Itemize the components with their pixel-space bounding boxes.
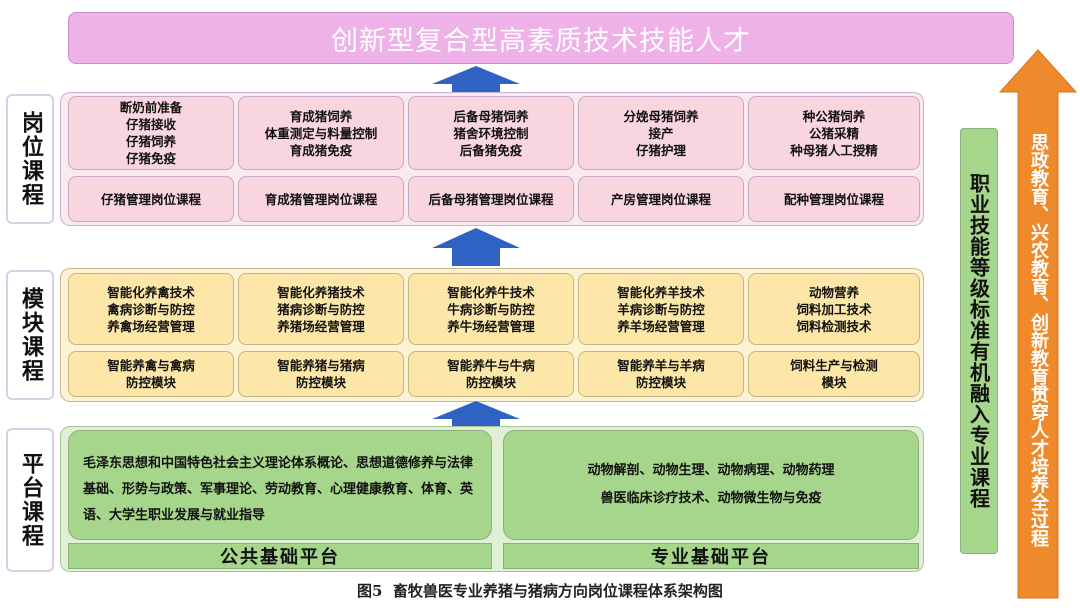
post-course-name-3: 后备母猪管理岗位课程 [408, 176, 574, 222]
module-course-name-text: 智能养羊与羊病 防控模块 [617, 358, 705, 390]
side-label-module-text: 模块课程 [18, 287, 43, 383]
arrow-head [432, 401, 520, 419]
module-course-detail-5: 动物营养 饲料加工技术 饲料检测技术 [748, 273, 920, 345]
module-course-detail-2: 智能化养猪技术 猪病诊断与防控 养猪场经营管理 [238, 273, 404, 345]
arrow-head [432, 66, 520, 84]
top-title: 创新型复合型高素质技术技能人才 [331, 25, 751, 57]
module-course-name-2: 智能养猪与猪病 防控模块 [238, 351, 404, 397]
skill-standard-text: 职业技能等级标准有机融入专业课程 [966, 173, 991, 509]
module-course-detail-1: 智能化养禽技术 禽病诊断与防控 养禽场经营管理 [68, 273, 234, 345]
post-course-detail-text: 育成猪饲养 体重测定与料量控制 育成猪免疫 [264, 108, 378, 158]
post-course-name-4: 产房管理岗位课程 [578, 176, 744, 222]
post-course-name-text: 产房管理岗位课程 [610, 191, 711, 207]
post-course-detail-1: 断奶前准备 仔猪接收 仔猪饲养 仔猪免疫 [68, 96, 234, 170]
post-course-detail-3: 后备母猪饲养 猪舍环境控制 后备猪免疫 [408, 96, 574, 170]
arrow-module-to-post [432, 228, 520, 268]
side-label-post: 岗位课程 [6, 94, 54, 224]
post-course-name-1: 仔猪管理岗位课程 [68, 176, 234, 222]
figure-caption: 图5 畜牧兽医专业养猪与猪病方向岗位课程体系架构图 [0, 580, 1080, 601]
module-course-name-3: 智能养牛与牛病 防控模块 [408, 351, 574, 397]
side-label-platform-text: 平台课程 [18, 452, 43, 548]
post-course-detail-text: 断奶前准备 仔猪接收 仔猪饲养 仔猪免疫 [119, 100, 183, 166]
post-course-detail-text: 种公猪饲养 公猪采精 种母猪人工授精 [790, 108, 878, 158]
professional-foundation-label: 专业基础平台 [503, 543, 919, 569]
module-course-name-text: 饲料生产与检测 模块 [790, 358, 878, 390]
module-course-name-text: 智能养牛与牛病 防控模块 [447, 358, 535, 390]
module-course-name-1: 智能养禽与禽病 防控模块 [68, 351, 234, 397]
module-course-detail-3: 智能化养牛技术 牛病诊断与防控 养牛场经营管理 [408, 273, 574, 345]
ideology-arrow-label: 思政教育、兴农教育、创新教育贯穿人才培养全过程 [1018, 82, 1058, 598]
public-foundation-text: 毛泽东思想和中国特色社会主义理论体系概论、思想道德修养与法律基础、形势与政策、军… [83, 456, 474, 523]
public-foundation-content: 毛泽东思想和中国特色社会主义理论体系概论、思想道德修养与法律基础、形势与政策、军… [68, 430, 492, 540]
post-course-detail-5: 种公猪饲养 公猪采精 种母猪人工授精 [748, 96, 920, 170]
module-course-detail-text: 智能化养猪技术 猪病诊断与防控 养猪场经营管理 [277, 284, 365, 334]
ideology-arrow: 思政教育、兴农教育、创新教育贯穿人才培养全过程 [998, 48, 1078, 600]
module-course-detail-4: 智能化养羊技术 羊病诊断与防控 养羊场经营管理 [578, 273, 744, 345]
module-course-name-text: 智能养猪与猪病 防控模块 [277, 358, 365, 390]
module-course-name-5: 饲料生产与检测 模块 [748, 351, 920, 397]
module-course-detail-text: 动物营养 饲料加工技术 饲料检测技术 [796, 284, 872, 334]
arrow-post-to-top [432, 66, 520, 92]
side-label-module: 模块课程 [6, 270, 54, 400]
professional-foundation-text: 动物解剖、动物生理、动物病理、动物药理 兽医临床诊疗技术、动物微生物与免疫 [587, 463, 835, 506]
post-course-detail-4: 分娩母猪饲养 接产 仔猪护理 [578, 96, 744, 170]
post-course-name-text: 后备母猪管理岗位课程 [428, 191, 554, 207]
module-course-detail-text: 智能化养牛技术 牛病诊断与防控 养牛场经营管理 [447, 284, 535, 334]
post-course-name-2: 育成猪管理岗位课程 [238, 176, 404, 222]
arrow-head [432, 228, 520, 248]
side-label-post-text: 岗位课程 [18, 111, 43, 207]
arrow-stem [452, 84, 500, 92]
figure-caption-text: 图5 畜牧兽医专业养猪与猪病方向岗位课程体系架构图 [357, 582, 723, 600]
module-course-detail-text: 智能化养羊技术 羊病诊断与防控 养羊场经营管理 [617, 284, 705, 334]
arrow-stem [452, 419, 500, 429]
post-course-name-5: 配种管理岗位课程 [748, 176, 920, 222]
side-label-platform: 平台课程 [6, 428, 54, 572]
module-course-name-text: 智能养禽与禽病 防控模块 [107, 358, 195, 390]
post-course-detail-2: 育成猪饲养 体重测定与料量控制 育成猪免疫 [238, 96, 404, 170]
public-foundation-label-text: 公共基础平台 [220, 547, 340, 568]
skill-standard-bar: 职业技能等级标准有机融入专业课程 [960, 128, 998, 554]
post-course-detail-text: 分娩母猪饲养 接产 仔猪护理 [623, 108, 699, 158]
ideology-arrow-shape [998, 49, 1078, 599]
post-course-name-text: 仔猪管理岗位课程 [100, 191, 201, 207]
module-course-name-4: 智能养羊与羊病 防控模块 [578, 351, 744, 397]
professional-foundation-content: 动物解剖、动物生理、动物病理、动物药理 兽医临床诊疗技术、动物微生物与免疫 [503, 430, 919, 540]
post-course-name-text: 配种管理岗位课程 [783, 191, 884, 207]
arrow-platform-to-module [432, 401, 520, 429]
top-title-banner: 创新型复合型高素质技术技能人才 [68, 12, 1014, 64]
public-foundation-label: 公共基础平台 [68, 543, 492, 569]
arrow-stem [452, 248, 500, 266]
post-course-detail-text: 后备母猪饲养 猪舍环境控制 后备猪免疫 [453, 108, 529, 158]
ideology-arrow-text: 思政教育、兴农教育、创新教育贯穿人才培养全过程 [1028, 133, 1049, 547]
professional-foundation-label-text: 专业基础平台 [651, 547, 771, 568]
module-course-detail-text: 智能化养禽技术 禽病诊断与防控 养禽场经营管理 [107, 284, 195, 334]
post-course-name-text: 育成猪管理岗位课程 [264, 191, 378, 207]
